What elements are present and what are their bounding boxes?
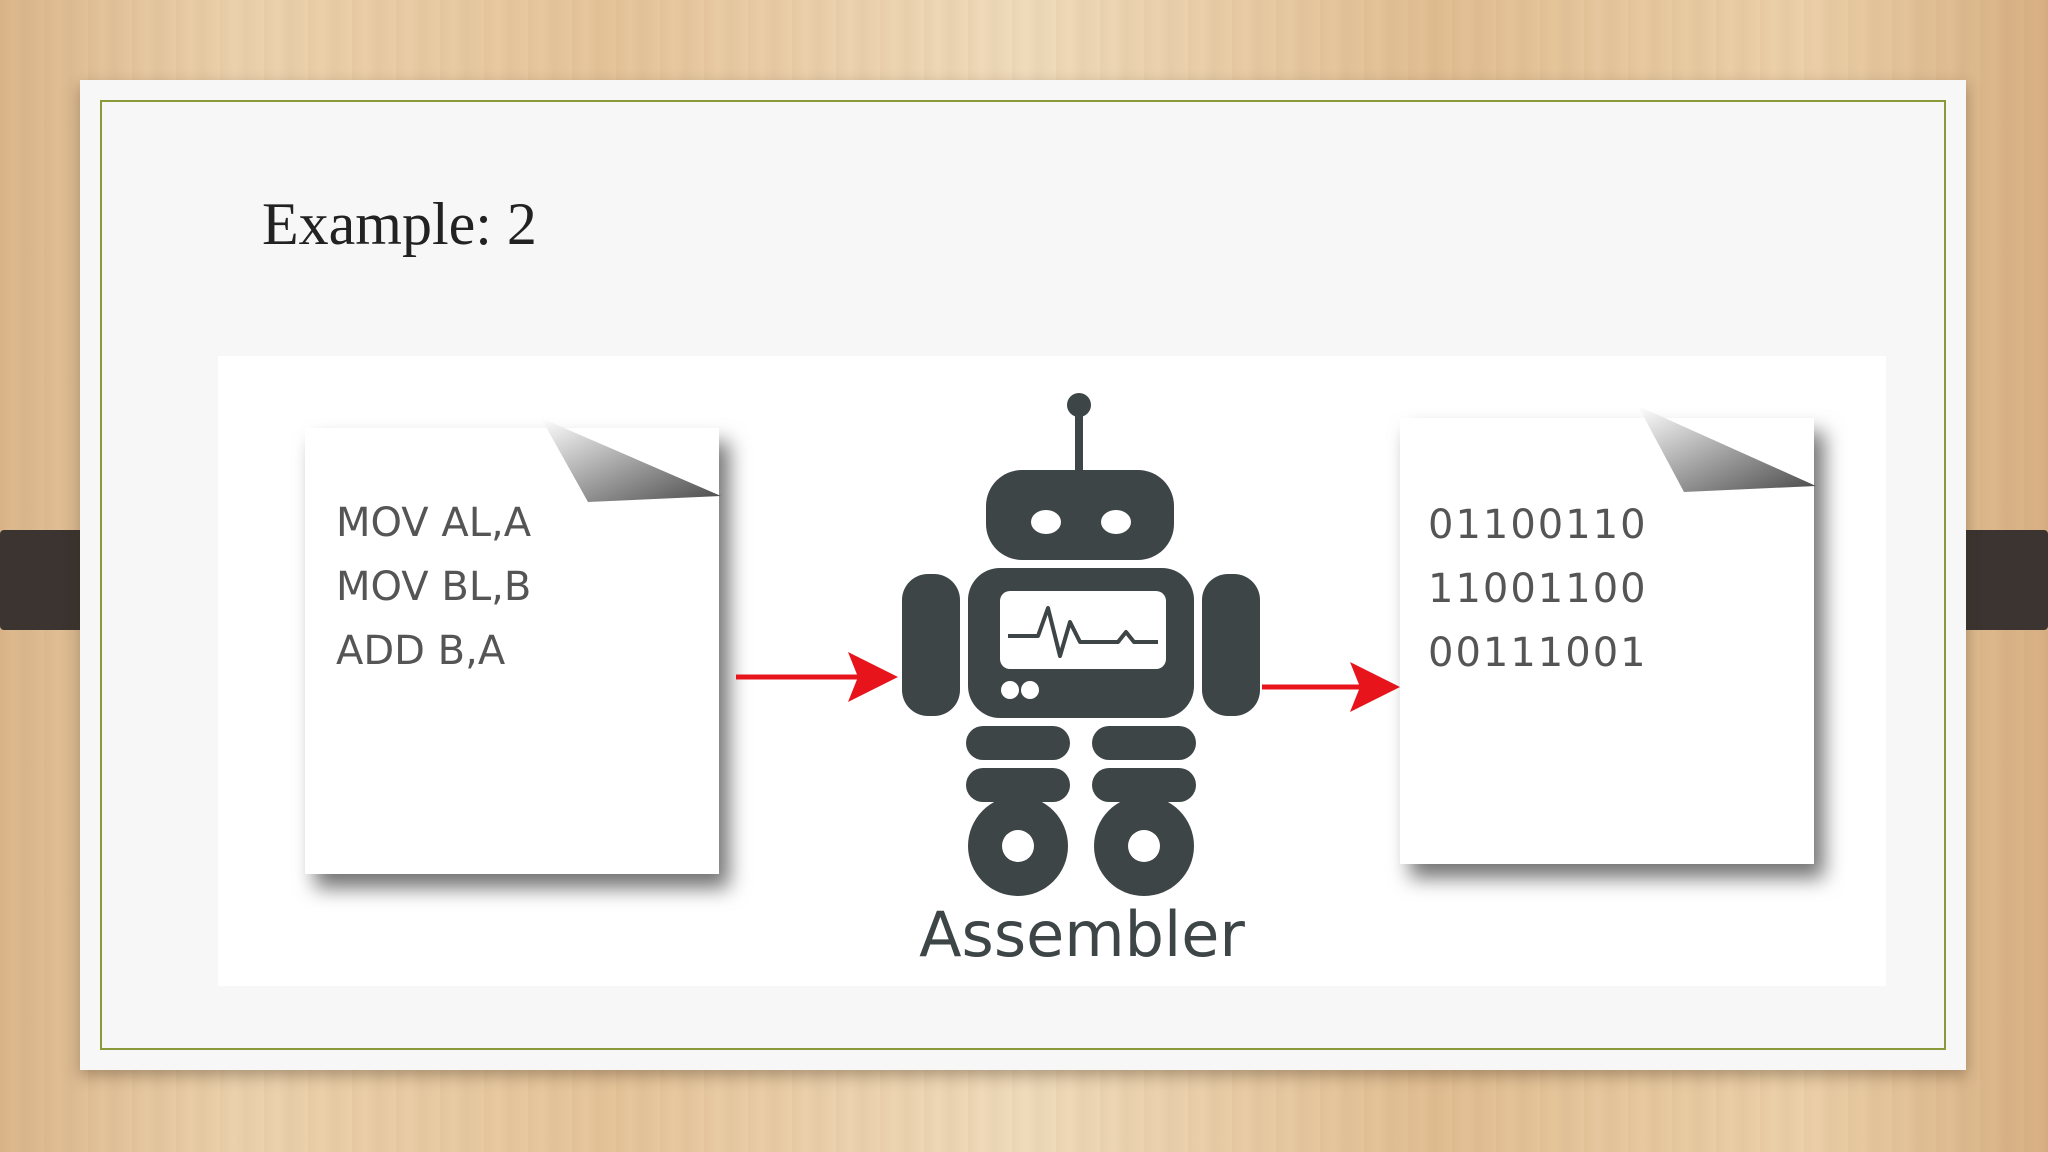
binary-line: 01100110	[1428, 502, 1648, 548]
page-curl-icon	[1638, 406, 1816, 492]
output-document: 01100110 11001100 00111001	[1400, 406, 1816, 864]
source-line: MOV BL,B	[336, 564, 531, 610]
assembler-diagram: MOV AL,A MOV BL,B ADD B,A	[218, 356, 1886, 986]
robot-icon	[902, 393, 1260, 896]
binary-line: 00111001	[1428, 630, 1648, 676]
processor-label: Assembler	[919, 898, 1245, 971]
binary-line: 11001100	[1428, 566, 1648, 612]
source-line: ADD B,A	[336, 628, 506, 674]
slide-title: Example: 2	[262, 191, 537, 257]
slide-border	[100, 100, 1946, 1050]
source-line: MOV AL,A	[336, 500, 532, 546]
source-document: MOV AL,A MOV BL,B ADD B,A	[305, 418, 721, 874]
page-curl-icon	[541, 418, 721, 502]
